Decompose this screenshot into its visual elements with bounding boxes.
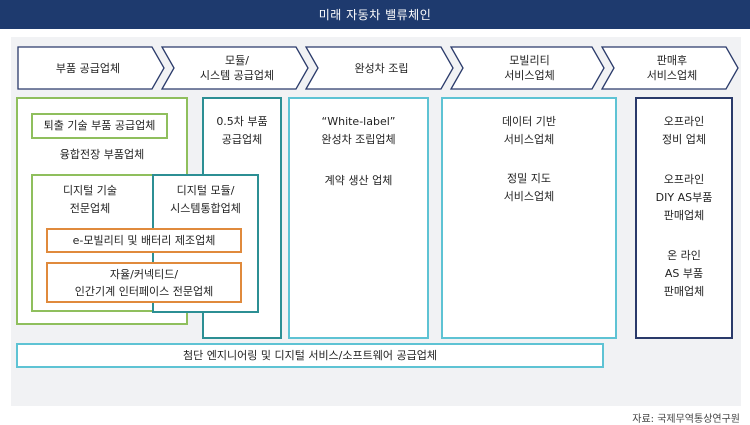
- autonomous-connected-box: 자율/커넥티드/ 인간기계 인터페이스 전문업체: [46, 262, 242, 303]
- precision-map-label: 정밀 지도 서비스업체: [503, 172, 555, 203]
- phaseout-parts-box: 퇴출 기술 부품 공급업체: [31, 113, 168, 139]
- convergence-parts-label: 융합전장 부품업체: [59, 148, 145, 161]
- data-service-label: 데이터 기반 서비스업체: [501, 115, 557, 146]
- half-tier-label: 0.5차 부품 공급업체: [216, 115, 268, 146]
- digital-tech-label: 디지털 기술 전문업체: [62, 184, 118, 215]
- stage-arrow-3: [304, 46, 454, 90]
- stage-label-modules: 모듈/ 시스템 공급업체: [199, 54, 275, 82]
- stage-label-parts: 부품 공급업체: [55, 61, 121, 75]
- contract-manufacturer-label: 계약 생산 업체: [324, 174, 393, 187]
- white-label-assembler-label: “White-label” 완성차 조립업체: [321, 115, 396, 146]
- stage-arrow-5: [600, 46, 739, 90]
- aftersales-column-box: [635, 97, 733, 339]
- stage-label-mobility: 모빌리티 서비스업체: [504, 54, 555, 82]
- diagram-title: 미래 자동차 밸류체인: [0, 0, 750, 29]
- phaseout-parts-label: 퇴출 기술 부품 공급업체: [43, 119, 156, 132]
- stage-arrow-1: [17, 46, 165, 90]
- digital-module-label: 디지털 모듈/ 시스템통합업체: [170, 184, 241, 215]
- emobility-battery-label: e-모빌리티 및 배터리 제조업체: [72, 233, 216, 247]
- engineering-software-label: 첨단 엔지니어링 및 디지털 서비스/소프트웨어 공급업체: [183, 348, 437, 362]
- offline-diy-parts-label: 오프라인 DIY AS부품 판매업체: [655, 173, 713, 222]
- autonomous-connected-label: 자율/커넥티드/ 인간기계 인터페이스 전문업체: [74, 267, 214, 298]
- source-note: 자료: 국제무역통상연구원: [632, 414, 740, 425]
- offline-maintenance-label: 오프라인 정비 업체: [662, 115, 706, 146]
- stage-label-aftersales: 판매후 서비스업체: [646, 54, 698, 82]
- stage-label-assembly: 완성차 조립: [354, 61, 409, 75]
- online-as-parts-label: 온 라인 AS 부품 판매업체: [663, 249, 705, 298]
- assembly-column-box: [288, 97, 429, 339]
- stage-arrow-2: [160, 46, 309, 90]
- stage-arrow-4: [449, 46, 605, 90]
- engineering-software-band: 첨단 엔지니어링 및 디지털 서비스/소프트웨어 공급업체: [16, 343, 604, 368]
- emobility-battery-box: e-모빌리티 및 배터리 제조업체: [46, 228, 242, 253]
- mobility-column-box: [441, 97, 617, 339]
